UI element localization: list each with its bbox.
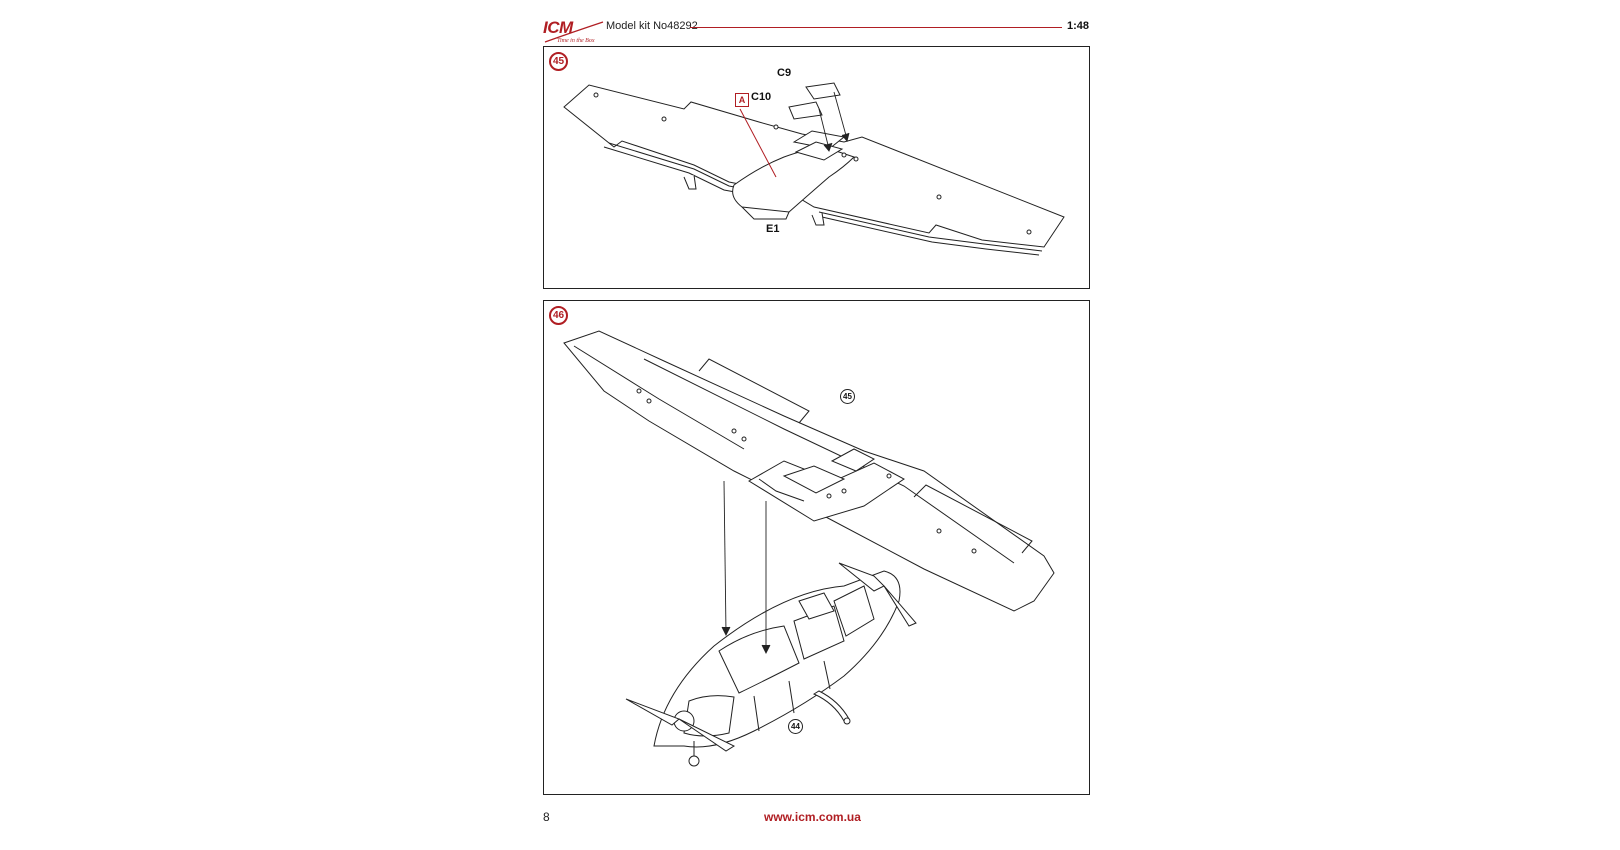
page-number: 8 xyxy=(543,810,550,824)
ref-step-45: 45 xyxy=(840,389,855,404)
kit-scale: 1:48 xyxy=(1067,20,1090,32)
step-46-badge: 46 xyxy=(549,306,568,325)
paint-code-a: A xyxy=(735,93,749,107)
ref-step-44: 44 xyxy=(788,719,803,734)
wing-assembly-drawing xyxy=(563,82,1065,256)
model-kit-number: Model kit No48292 xyxy=(606,20,698,32)
step-46-panel: 46 45 44 xyxy=(543,300,1090,795)
part-label-c9: C9 xyxy=(777,67,792,79)
icm-logo: ICM Time in the Box xyxy=(543,18,605,48)
step-45-panel: 45 A C9 C10 E1 xyxy=(543,46,1090,289)
logo-swoosh-icon xyxy=(544,21,604,43)
logo-text: ICM xyxy=(543,18,573,37)
step-45-badge: 45 xyxy=(549,52,568,71)
website-link[interactable]: www.icm.com.ua xyxy=(764,810,861,824)
part-label-e1: E1 xyxy=(766,223,780,235)
header-divider xyxy=(690,27,1062,28)
fuselage-wing-assembly-drawing xyxy=(563,330,1055,767)
logo-tagline: Time in the Box xyxy=(557,38,595,44)
part-label-c10: C10 xyxy=(751,91,772,103)
